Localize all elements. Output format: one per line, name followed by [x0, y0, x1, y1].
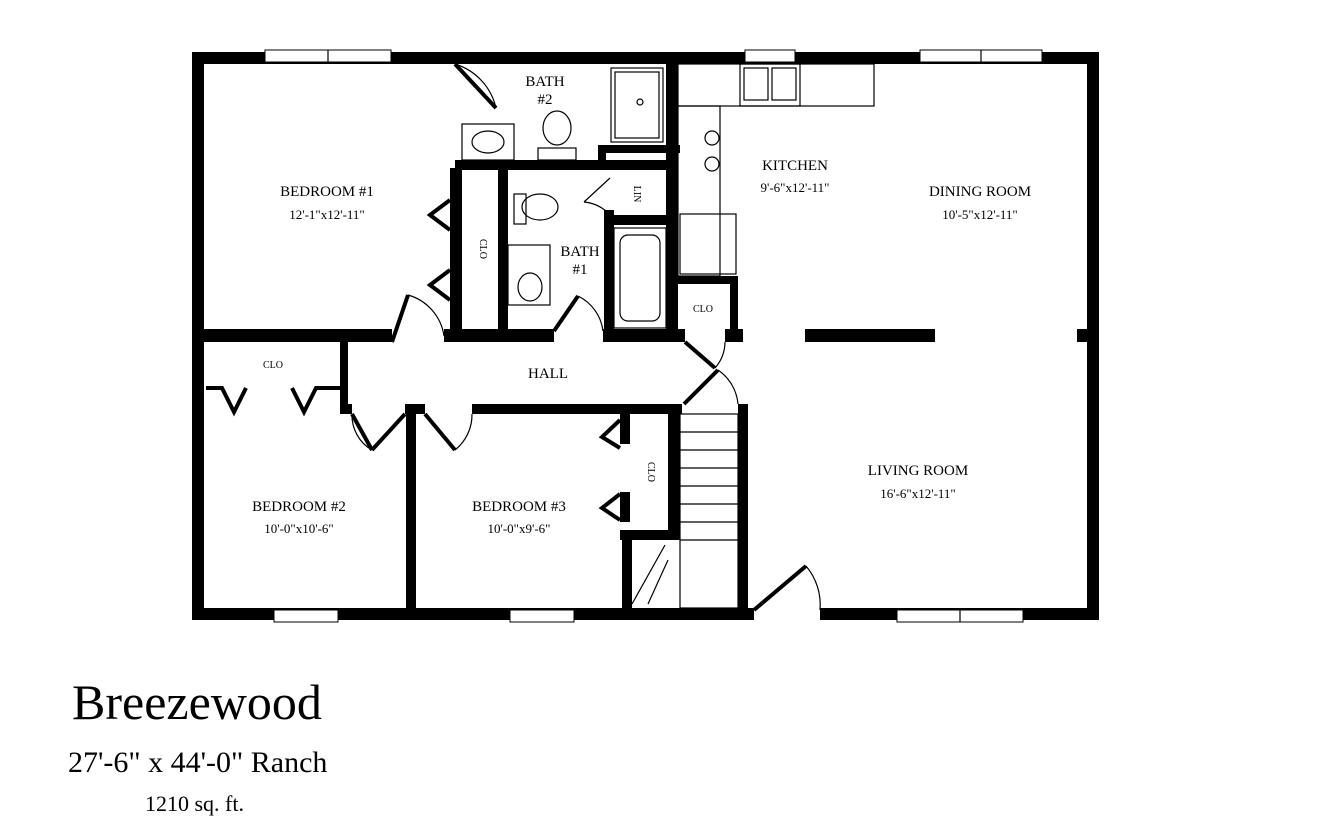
bath2-number: #2 [538, 92, 553, 108]
bath1-name: BATH [560, 244, 599, 260]
doors [206, 62, 821, 612]
bedroom3-dimensions: 10'-0"x9'-6" [488, 521, 551, 536]
stairs [631, 413, 739, 609]
kitchen-name: KITCHEN [762, 158, 828, 174]
plan-name: Breezewood [72, 674, 322, 730]
bedroom2-closet-label: CLO [263, 360, 283, 371]
bedroom3-name: BEDROOM #3 [472, 499, 566, 515]
bath2-name: BATH [525, 74, 564, 90]
bedroom1-dimensions: 12'-1"x12'-11" [289, 207, 364, 222]
bath1-number: #1 [573, 262, 588, 278]
plan-dimensions: 27'-6" x 44'-0" Ranch [68, 746, 328, 779]
kitchen-dimensions: 9'-6"x12'-11" [761, 180, 830, 195]
bedroom2-name: BEDROOM #2 [252, 499, 346, 515]
plan-area: 1210 sq. ft. [145, 791, 244, 816]
interior-walls [192, 52, 1099, 620]
dining-room-name: DINING ROOM [929, 184, 1031, 200]
bedroom3-closet-label: CLO [645, 462, 656, 482]
living-room-name: LIVING ROOM [868, 463, 968, 479]
living-room-dimensions: 16'-6"x12'-11" [880, 486, 955, 501]
bedroom1-closet-label: CLO [477, 239, 488, 259]
bedroom1-name: BEDROOM #1 [280, 184, 374, 200]
windows [264, 49, 1043, 623]
hall-name: HALL [528, 366, 568, 382]
floor-plan: BEDROOM #1 12'-1"x12'-11" BATH #2 KITCHE… [192, 49, 1099, 623]
fixtures [461, 63, 875, 329]
dining-room-dimensions: 10'-5"x12'-11" [942, 207, 1017, 222]
room-labels: BEDROOM #1 12'-1"x12'-11" BATH #2 KITCHE… [252, 74, 1031, 536]
kitchen-closet-label: CLO [693, 304, 713, 315]
bedroom2-dimensions: 10'-0"x10'-6" [264, 521, 333, 536]
closet-labels: CLO LIN CLO CLO CLO [263, 186, 713, 482]
linen-closet-label: LIN [631, 186, 642, 203]
